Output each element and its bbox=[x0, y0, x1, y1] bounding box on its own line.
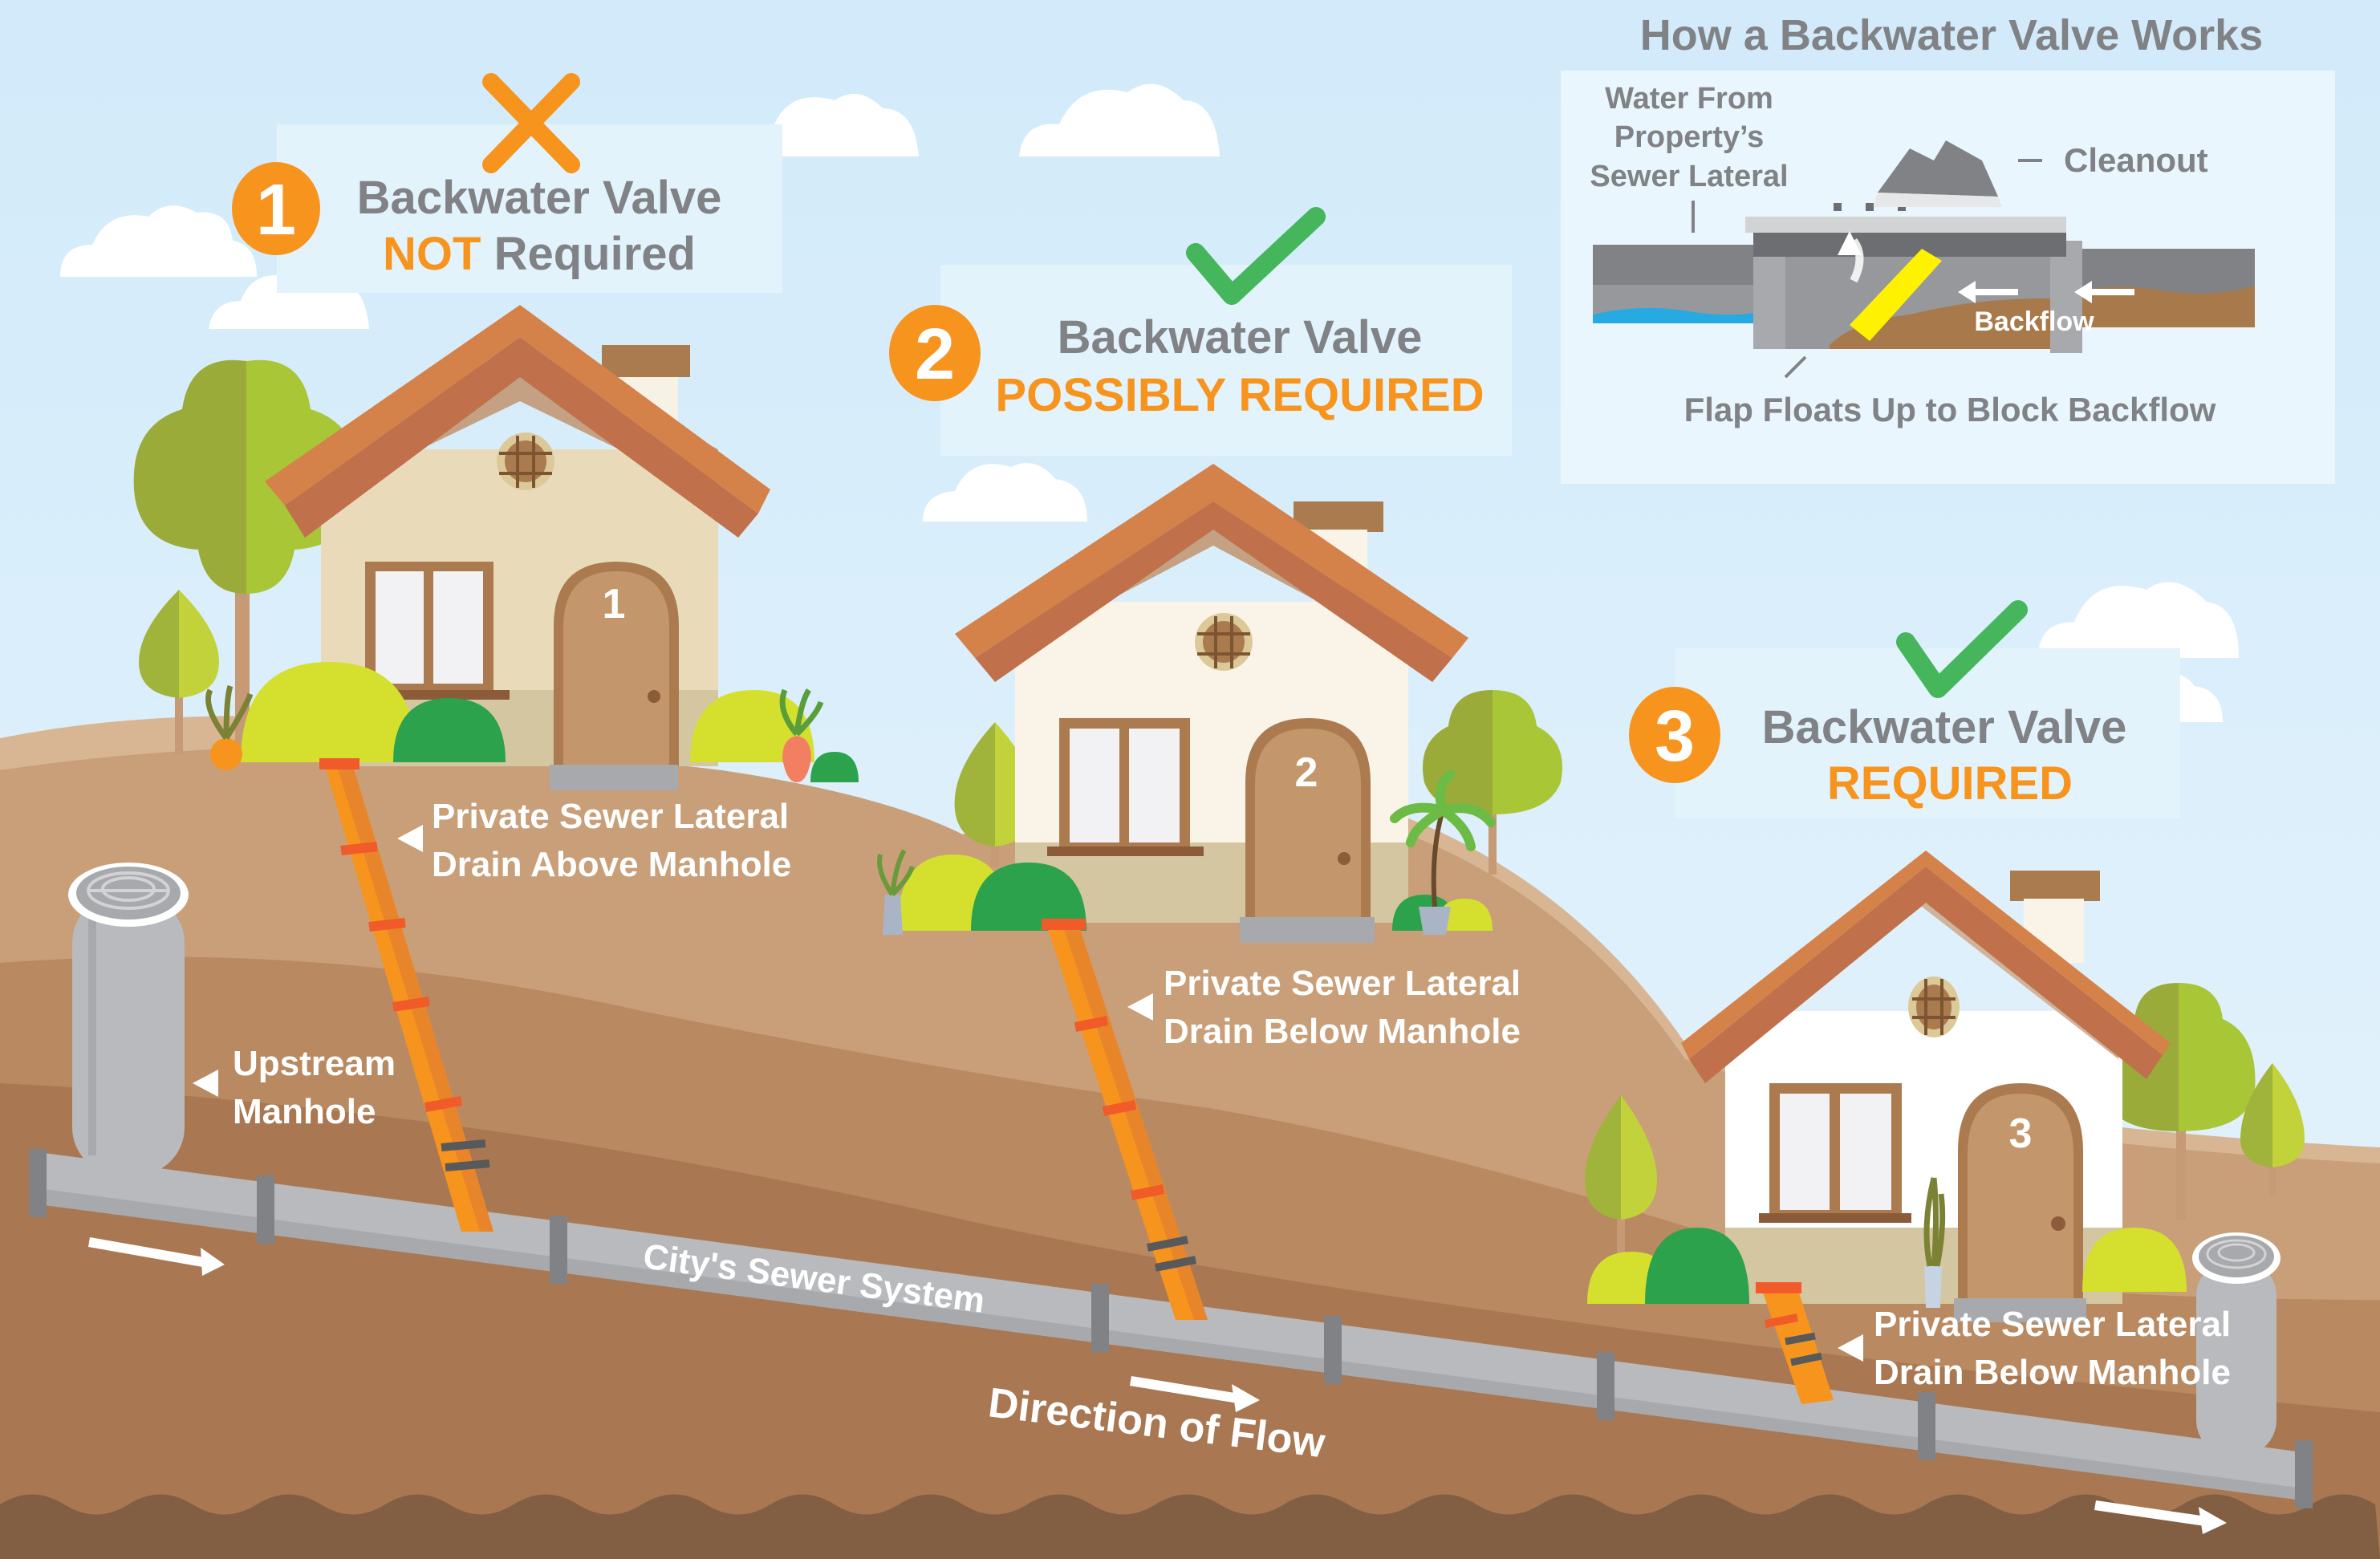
scenario-3-line2: REQUIRED bbox=[1827, 757, 2073, 810]
number-badge-2 bbox=[889, 305, 981, 401]
pointer-lateral-2 bbox=[1127, 993, 1153, 1021]
pointer-upstream bbox=[193, 1070, 218, 1097]
scenario-2-line2: POSSIBLY REQUIRED bbox=[995, 369, 1484, 421]
upstream-line1: Upstream bbox=[233, 1044, 396, 1083]
house-1-number: 1 bbox=[603, 581, 626, 627]
lateral-pipe-3 bbox=[1756, 1282, 1834, 1404]
pointer-lateral-3 bbox=[1838, 1334, 1863, 1362]
inset-water-from-label: Water From Property’s Sewer Lateral bbox=[1590, 82, 1789, 233]
lateral-2-line1: Private Sewer Lateral bbox=[1164, 964, 1521, 1003]
downstream-manhole bbox=[2192, 1232, 2280, 1456]
upstream-manhole bbox=[68, 863, 189, 1175]
house-2: 2 bbox=[955, 464, 1468, 943]
scenario-3-line1: Backwater Valve bbox=[1762, 701, 2127, 753]
lateral-pipe-2 bbox=[1042, 919, 1208, 1320]
cleanout-cap bbox=[1874, 140, 2002, 207]
flap-icon bbox=[1850, 249, 1942, 341]
shrubs-house-2 bbox=[877, 769, 1496, 935]
water-from-line3: Sewer Lateral bbox=[1590, 160, 1788, 193]
number-badge-1 bbox=[232, 162, 320, 255]
number-badge-3-text: 3 bbox=[1655, 696, 1695, 777]
scenario-1-panel bbox=[277, 124, 782, 293]
cleanout-label: Cleanout bbox=[2064, 141, 2208, 179]
tree-small-left bbox=[139, 590, 219, 754]
flap-label: Flap Floats Up to Block Backflow bbox=[1684, 391, 2216, 428]
shrubs-house-1 bbox=[205, 662, 859, 782]
lateral-1-line2: Drain Above Manhole bbox=[432, 845, 791, 884]
water-from-line2: Property’s bbox=[1614, 120, 1765, 154]
number-badge-3 bbox=[1629, 687, 1720, 783]
inset-title: How a Backwater Valve Works bbox=[1640, 11, 2263, 59]
lateral-2-line2: Drain Below Manhole bbox=[1164, 1012, 1521, 1051]
upstream-line2: Manhole bbox=[233, 1092, 376, 1131]
scenario-1-rest: Required bbox=[481, 228, 696, 280]
water-from-line1: Water From bbox=[1605, 82, 1773, 116]
x-mark-icon bbox=[482, 73, 580, 173]
lateral-3-line2: Drain Below Manhole bbox=[1874, 1353, 2231, 1392]
city-sewer-main bbox=[29, 1149, 2313, 1508]
scenario-2-line1: Backwater Valve bbox=[1058, 311, 1423, 363]
check-mark-icon-3 bbox=[1896, 600, 2028, 698]
scenario-1-emphasis: NOT bbox=[383, 228, 481, 280]
flow-arrow-icon bbox=[88, 1237, 2227, 1534]
scenario-1-line1: Backwater Valve bbox=[357, 172, 722, 224]
house-2-number: 2 bbox=[1295, 749, 1318, 796]
shrubs-house-3 bbox=[1587, 1177, 2187, 1308]
pointer-lateral-1 bbox=[397, 825, 423, 852]
scenario-1-line2: NOT Required bbox=[383, 228, 696, 280]
lateral-pipe-1 bbox=[319, 758, 493, 1232]
house-3: 3 bbox=[1681, 851, 2171, 1322]
number-badge-2-text: 2 bbox=[915, 315, 955, 395]
backwater-valve-diagram: Backflow bbox=[1593, 140, 2255, 353]
house-3-number: 3 bbox=[2009, 1110, 2033, 1157]
backflow-label: Backflow bbox=[1974, 307, 2094, 337]
lateral-1-line1: Private Sewer Lateral bbox=[432, 797, 789, 836]
check-mark-icon-2 bbox=[1186, 207, 1326, 305]
backflow-arrows bbox=[1958, 281, 2134, 303]
lateral-3-line1: Private Sewer Lateral bbox=[1874, 1305, 2231, 1344]
bedrock-layer bbox=[0, 1494, 2380, 1559]
number-badge-1-text: 1 bbox=[256, 170, 296, 250]
